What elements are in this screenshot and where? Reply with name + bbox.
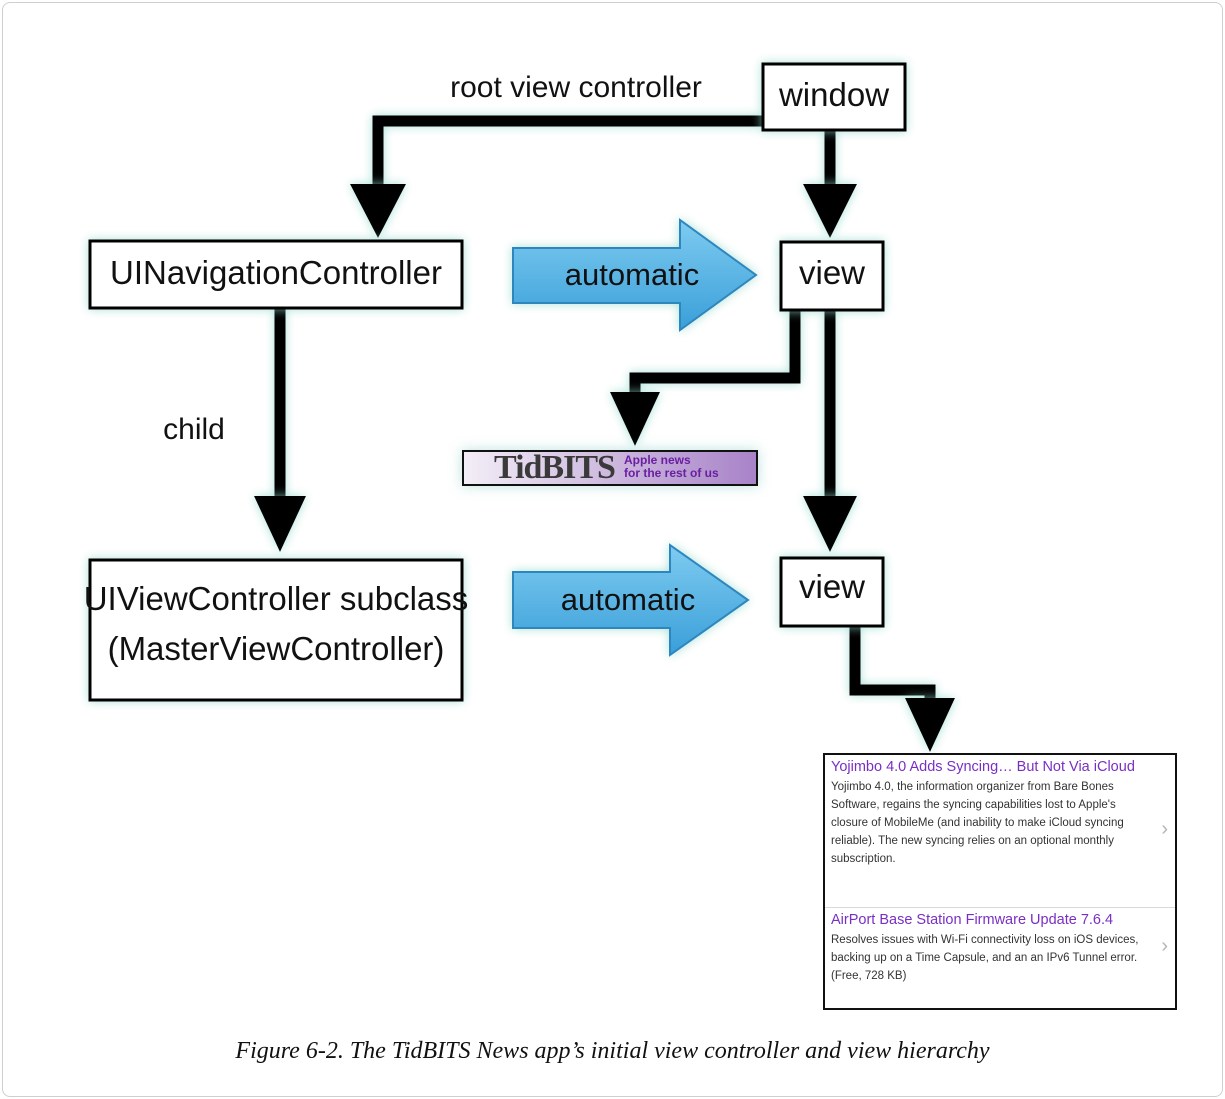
- automatic-arrow-bottom: [512, 543, 750, 657]
- row-title: Yojimbo 4.0 Adds Syncing… But Not Via iC…: [831, 759, 1135, 775]
- row-title: AirPort Base Station Firmware Update 7.6…: [831, 912, 1114, 928]
- child-label: child: [163, 413, 225, 446]
- table-row[interactable]: Yojimbo 4.0 Adds Syncing… But Not Via iC…: [825, 755, 1175, 907]
- node-view-top-label: view: [799, 254, 865, 291]
- arrowhead-view-top: [803, 184, 857, 238]
- node-view-top: [779, 240, 885, 312]
- node-window-label: window: [778, 76, 889, 113]
- node-view-controller: [88, 558, 464, 702]
- arrowheads: [254, 184, 955, 752]
- node-vc-label-line2: (MasterViewController): [108, 630, 445, 667]
- node-nav-controller-label: UINavigationController: [110, 254, 442, 291]
- arrowhead-view-bottom: [803, 496, 857, 552]
- node-view-bottom-label: view: [799, 568, 865, 605]
- view-table-connector: [849, 625, 936, 698]
- tidbits-tagline-line1: Apple news: [624, 453, 691, 467]
- node-window: [761, 62, 907, 132]
- arrowhead-banner: [610, 392, 660, 446]
- news-table-view: Yojimbo 4.0 Adds Syncing… But Not Via iC…: [823, 753, 1177, 1010]
- chevron-right-icon: ›: [1161, 934, 1168, 957]
- automatic-arrow-top-label: automatic: [565, 257, 699, 292]
- node-vc-label-line1: UIViewController subclass: [84, 580, 469, 617]
- root-vc-label: root view controller: [450, 71, 702, 104]
- root-vc-connector: [372, 115, 763, 186]
- table-row[interactable]: AirPort Base Station Firmware Update 7.6…: [825, 907, 1175, 987]
- connectors: [274, 115, 936, 698]
- automatic-arrow-bottom-label: automatic: [561, 582, 695, 617]
- chevron-right-icon: ›: [1161, 818, 1168, 840]
- automatic-arrow-top: [512, 218, 758, 332]
- tidbits-logo: TidBITS: [494, 450, 616, 486]
- tidbits-tagline-line2: for the rest of us: [624, 466, 719, 480]
- node-view-bottom: [779, 556, 885, 628]
- tidbits-banner: TidBITS Apple news for the rest of us: [462, 450, 758, 486]
- arrowhead-nav: [350, 184, 406, 238]
- view-banner-connector: [629, 310, 801, 392]
- row-summary: Resolves issues with Wi-Fi connectivity …: [831, 934, 1139, 982]
- arrowhead-table: [905, 698, 955, 752]
- tidbits-tagline: Apple news for the rest of us: [624, 454, 754, 480]
- row-summary: Yojimbo 4.0, the information organizer f…: [831, 781, 1124, 865]
- node-nav-controller: [88, 239, 464, 310]
- arrowhead-vc: [254, 496, 306, 552]
- figure-caption: Figure 6-2. The TidBITS News app’s initi…: [235, 1038, 990, 1064]
